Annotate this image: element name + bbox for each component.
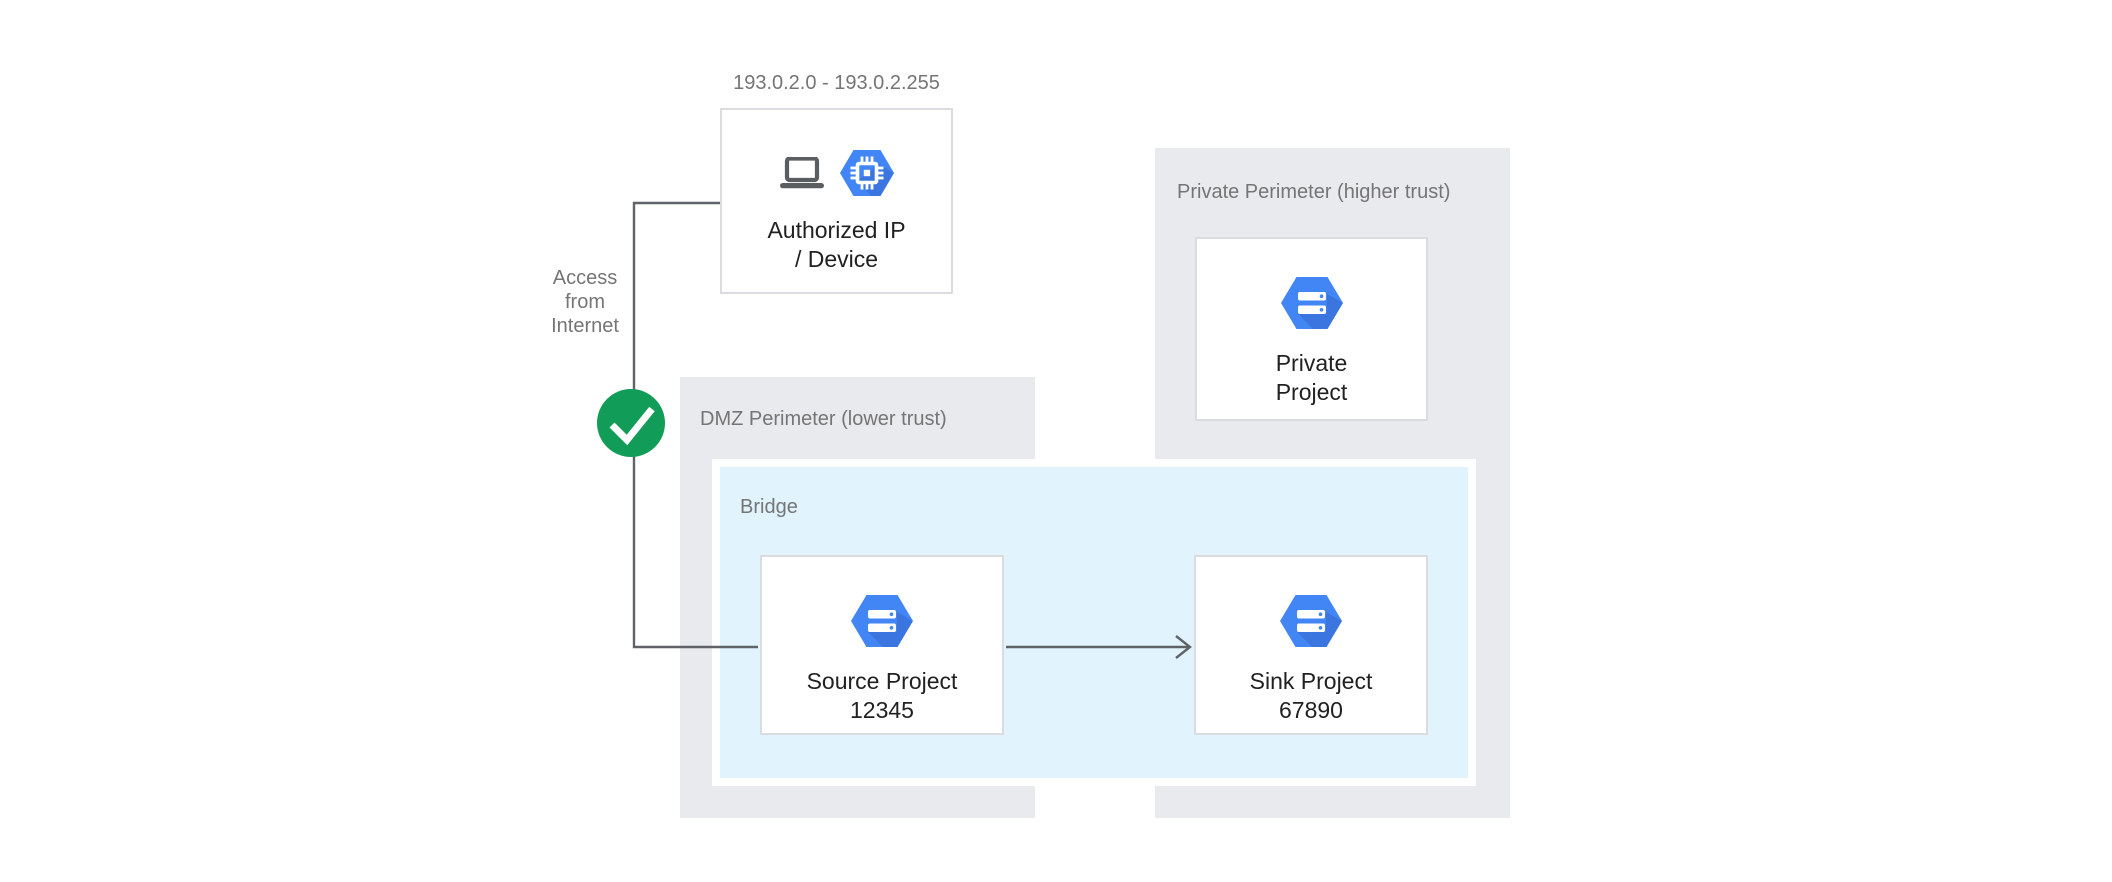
source-project-node: Source Project 12345 (760, 555, 1004, 735)
private-project-label: Private Project (1275, 350, 1348, 405)
ip-range-annotation: 193.0.2.0 - 193.0.2.255 (733, 72, 940, 94)
bridge-label: Bridge (740, 496, 798, 518)
sink-project-icons (1280, 595, 1342, 647)
sink-project-node: Sink Project 67890 (1194, 555, 1428, 735)
private-perimeter-label: Private Perimeter (higher trust) (1177, 181, 1451, 203)
authorized-node-icons (780, 150, 894, 196)
laptop-icon (780, 157, 824, 189)
check-circle-icon (597, 389, 665, 457)
private-project-icons (1281, 277, 1343, 329)
source-project-icons (851, 595, 913, 647)
cloud-project-hexagon-icon (851, 595, 913, 647)
cloud-project-hexagon-icon (1280, 595, 1342, 647)
dmz-perimeter-label: DMZ Perimeter (lower trust) (700, 408, 947, 430)
authorized-ip-device-node: Authorized IP / Device (720, 108, 953, 294)
compute-engine-hexagon-icon (840, 150, 894, 196)
cloud-project-hexagon-icon (1281, 277, 1343, 329)
access-from-internet-label: Access from Internet (551, 267, 619, 337)
private-project-node: Private Project (1195, 237, 1428, 421)
sink-project-label: Sink Project 67890 (1249, 668, 1373, 723)
source-project-label: Source Project 12345 (806, 668, 958, 723)
authorized-node-label: Authorized IP / Device (767, 217, 906, 272)
